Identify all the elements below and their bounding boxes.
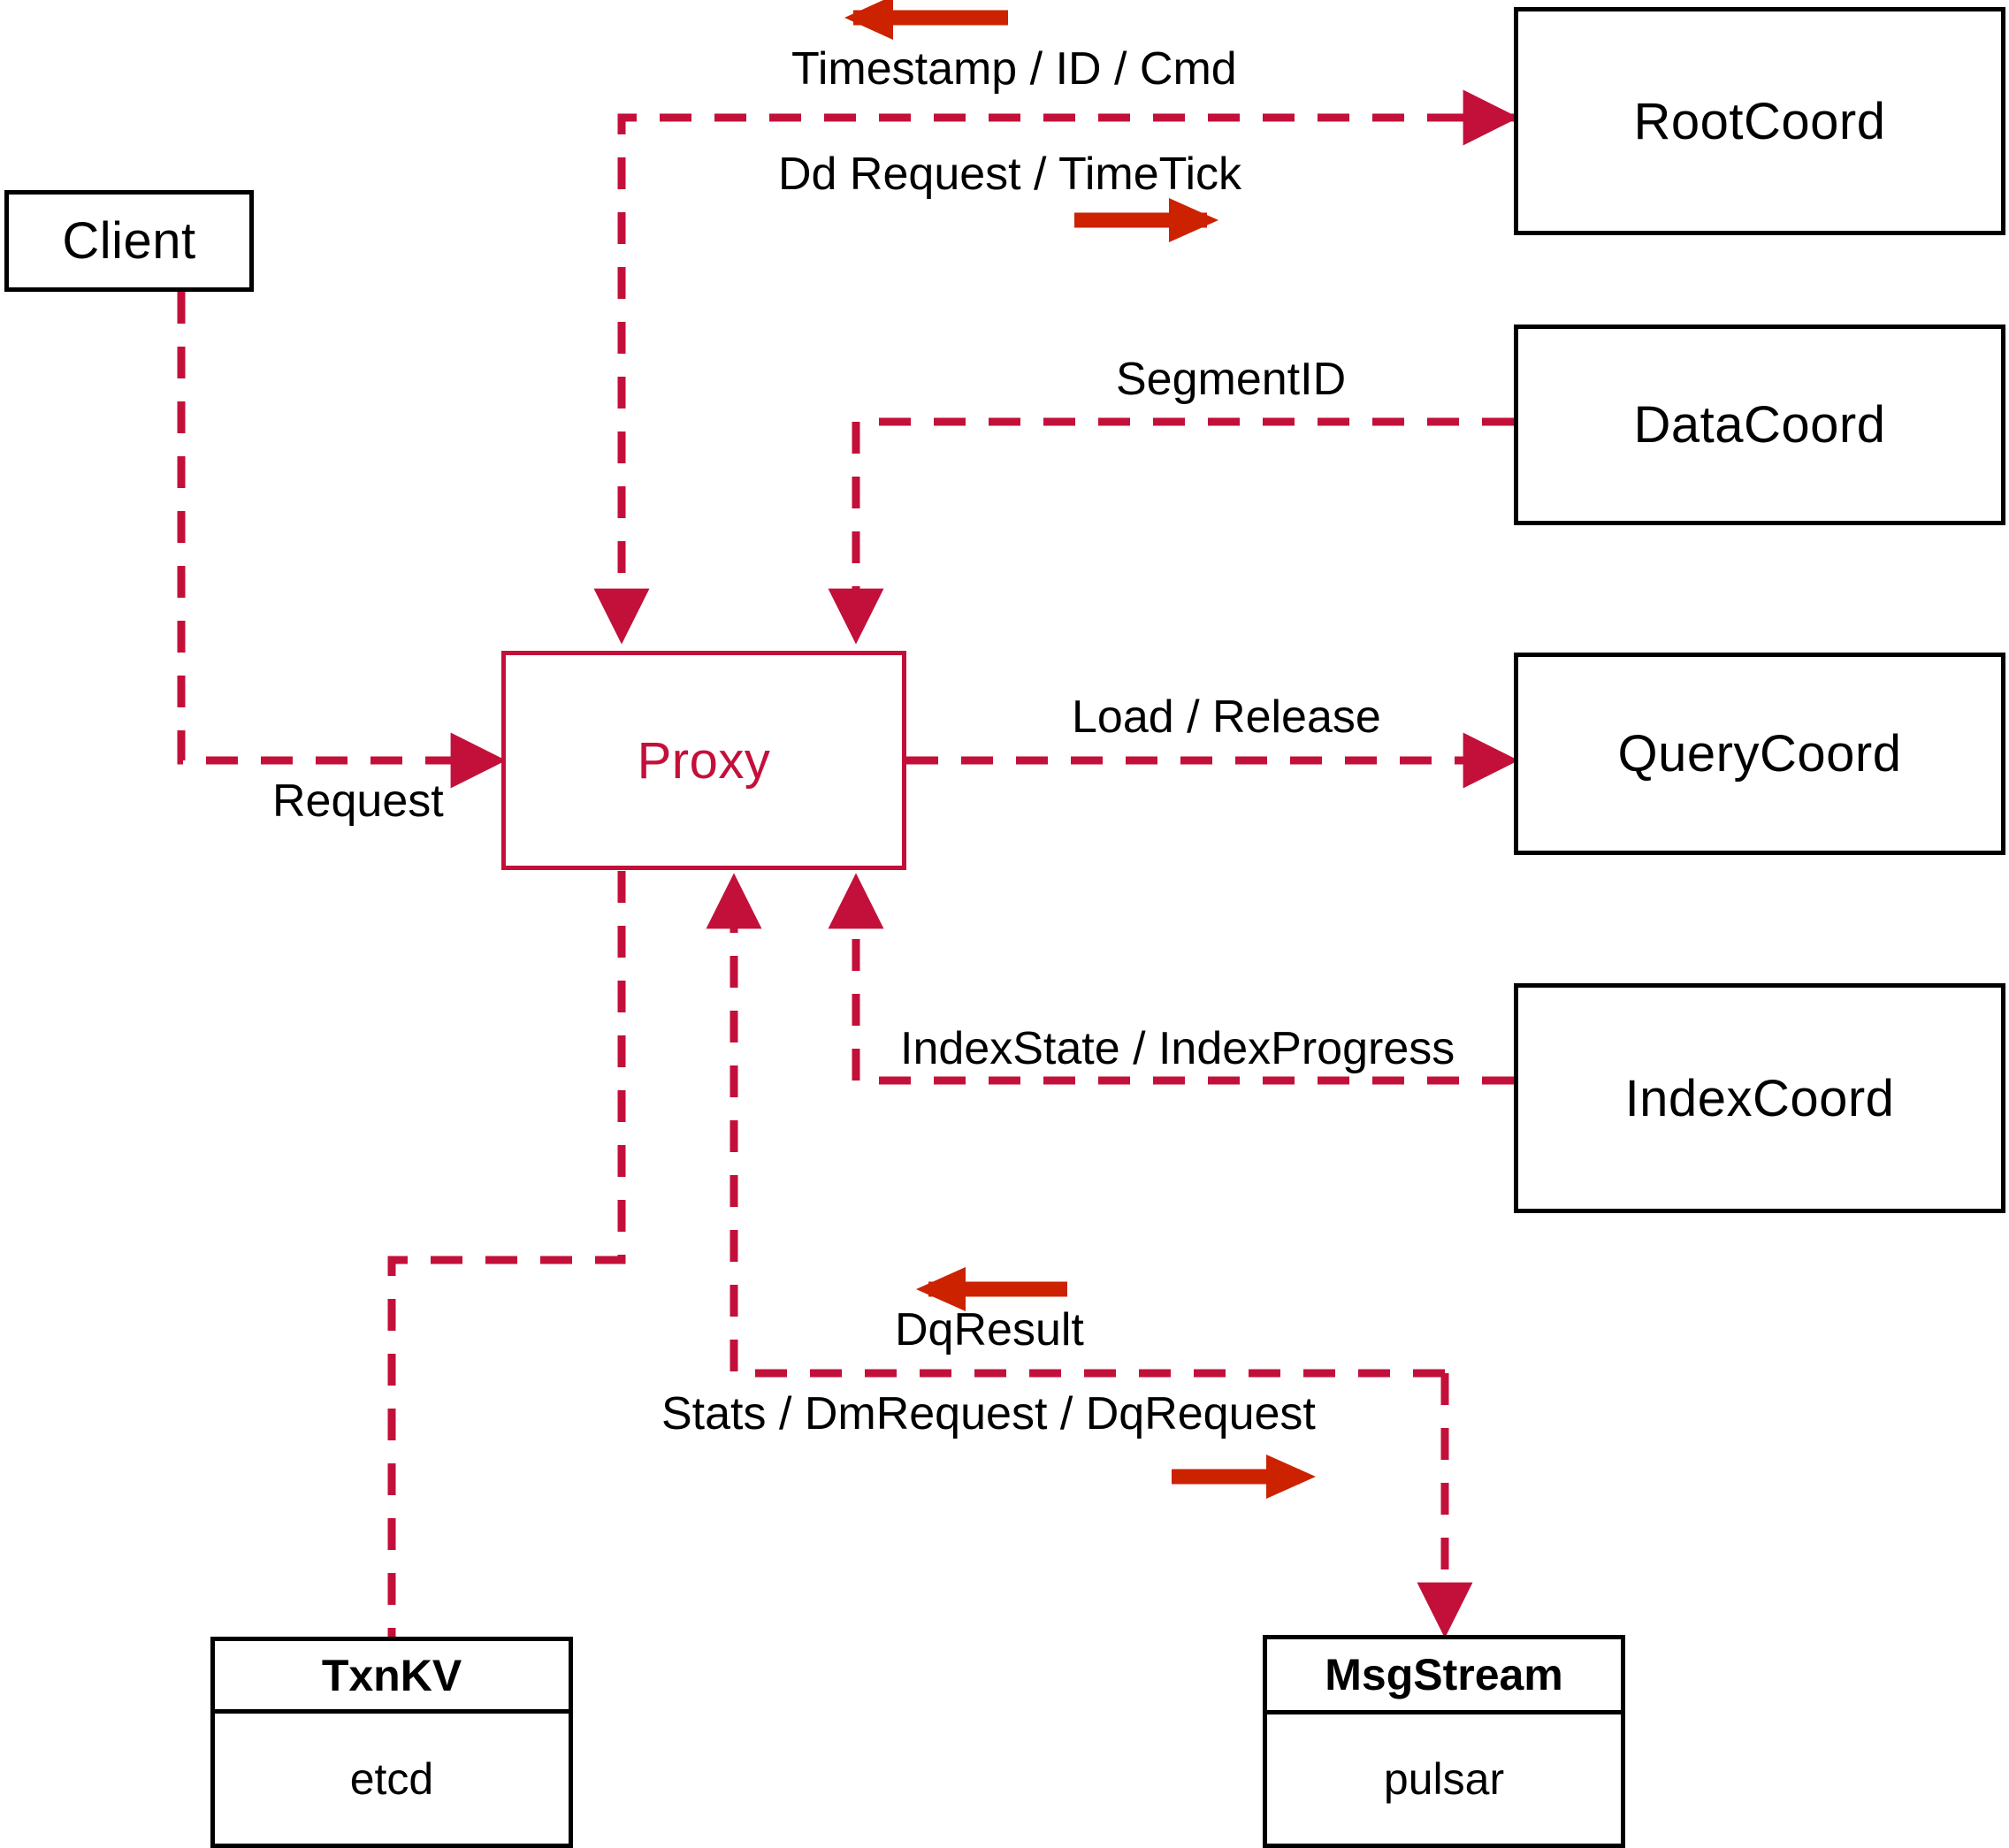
node-msgstream-title: MsgStream — [1325, 1650, 1563, 1699]
node-txnkv-impl: etcd — [349, 1753, 434, 1804]
edge-label-proxy-to-querycoord: Load / Release — [1072, 691, 1381, 743]
node-txnkv-title: TxnKV — [321, 1650, 462, 1700]
edge-label-datacoord-to-proxy: SegmentID — [1116, 354, 1347, 405]
edge-label-proxy-to-rootcoord: Dd Request / TimeTick — [778, 149, 1242, 200]
node-txnkv[interactable]: TxnKV etcd — [210, 1637, 573, 1848]
edge-msgstream-to-proxy — [706, 873, 1445, 1378]
node-querycoord-label: QueryCoord — [1617, 725, 1902, 783]
node-msgstream-impl: pulsar — [1383, 1754, 1505, 1804]
node-datacoord-label: DataCoord — [1633, 396, 1886, 454]
node-querycoord[interactable]: QueryCoord — [1514, 653, 2005, 855]
edge-client-to-proxy — [177, 292, 507, 789]
edge-label-indexcoord-to-proxy: IndexState / IndexProgress — [900, 1023, 1455, 1074]
node-msgstream-body: pulsar — [1267, 1714, 1621, 1844]
node-rootcoord[interactable]: RootCoord — [1514, 7, 2005, 235]
node-indexcoord-label: IndexCoord — [1624, 1069, 1895, 1127]
node-rootcoord-label: RootCoord — [1633, 92, 1886, 150]
node-msgstream[interactable]: MsgStream pulsar — [1263, 1635, 1625, 1848]
direction-arrow-proxy-to-msgstream — [1172, 1455, 1316, 1499]
node-proxy-label: Proxy — [637, 731, 771, 790]
edge-label-proxy-to-msgstream: Stats / DmRequest / DqRequest — [661, 1388, 1316, 1439]
node-datacoord[interactable]: DataCoord — [1514, 325, 2005, 525]
node-proxy[interactable]: Proxy — [501, 651, 906, 870]
edge-proxy-to-txnkv — [387, 871, 626, 1637]
node-msgstream-header: MsgStream — [1267, 1639, 1621, 1714]
edge-datacoord-to-proxy — [828, 417, 1514, 645]
node-txnkv-body: etcd — [215, 1714, 569, 1844]
node-txnkv-header: TxnKV — [215, 1641, 569, 1714]
edge-label-rootcoord-to-proxy: Timestamp / ID / Cmd — [791, 43, 1237, 95]
node-client-label: Client — [62, 212, 196, 270]
edge-label-client-to-proxy: Request — [272, 775, 444, 827]
direction-arrow-rootcoord-to-proxy — [844, 0, 1008, 40]
edge-label-msgstream-to-proxy: DqResult — [895, 1304, 1084, 1355]
node-indexcoord[interactable]: IndexCoord — [1514, 983, 2005, 1213]
direction-arrow-proxy-to-rootcoord — [1074, 198, 1218, 242]
node-client[interactable]: Client — [4, 190, 254, 292]
